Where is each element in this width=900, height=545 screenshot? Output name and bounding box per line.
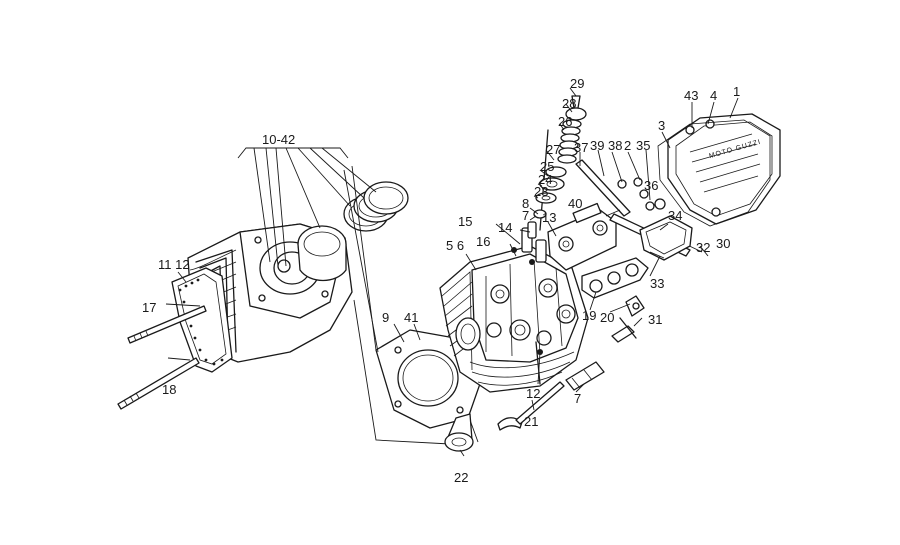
callout-23: 23 (534, 184, 548, 199)
callout-5-6: 5 6 (446, 238, 464, 253)
stud-18 (117, 357, 200, 410)
valve-21 (497, 381, 565, 431)
rocker-arm (581, 257, 649, 299)
piston-rings (343, 181, 409, 232)
head-boss (556, 304, 576, 324)
callout-1: 1 (733, 84, 740, 99)
callout-8: 8 (522, 196, 529, 211)
callout-33: 33 (650, 276, 664, 291)
piston-pin (277, 259, 291, 273)
valve-spring-stack (527, 95, 587, 239)
piston (277, 225, 347, 282)
callout-31: 31 (648, 312, 662, 327)
small-hardware (617, 177, 666, 211)
callout-12: 12 (526, 386, 540, 401)
assembly-bracket (343, 165, 479, 445)
callout-7a: 7 (522, 208, 529, 223)
head-boss (509, 319, 531, 341)
callout-4: 4 (710, 88, 717, 103)
callout-30: 30 (716, 236, 730, 251)
cover-gasket (657, 119, 771, 227)
callout-37: 37 (574, 140, 588, 155)
callout-39: 39 (590, 138, 604, 153)
callout-19: 19 (582, 308, 596, 323)
stud-17 (127, 305, 207, 344)
callout-21: 21 (524, 414, 538, 429)
callout-38: 38 (608, 138, 622, 153)
callout-32: 32 (696, 240, 710, 255)
callout-14: 14 (498, 220, 512, 235)
callout-16: 16 (476, 234, 490, 249)
callout-3: 3 (658, 118, 665, 133)
base-gasket (171, 267, 233, 373)
gasket-bead-dots (178, 278, 224, 366)
callout-43: 43 (684, 88, 698, 103)
callout-27: 27 (546, 142, 560, 157)
callout-18: 18 (162, 382, 176, 397)
head-boss (538, 278, 558, 298)
callout-41: 41 (404, 310, 418, 325)
rocker-cover: MOTO GUZZI (667, 113, 781, 225)
rocker-20 (611, 295, 645, 343)
bracket-10-42 (237, 147, 377, 267)
leader-lines (165, 87, 739, 457)
callout-labels: 1 2 3 4 5 6 7 7 8 9 10-42 11 12 12 13 14… (142, 76, 740, 485)
callout-2: 2 (624, 138, 631, 153)
valve-seat-22 (444, 413, 474, 452)
callout-11-12: 11 12 (158, 257, 190, 272)
callout-25: 25 (540, 159, 554, 174)
callout-36: 36 (644, 178, 658, 193)
callout-35: 35 (636, 138, 650, 153)
callout-29: 29 (570, 76, 584, 91)
callout-26: 26 (558, 114, 572, 129)
cover-ribs (689, 133, 761, 193)
callout-9: 9 (382, 310, 389, 325)
stud-hole (321, 290, 329, 298)
callout-13: 13 (542, 210, 556, 225)
valve-guide-7 (565, 361, 605, 391)
callout-34: 34 (668, 208, 682, 223)
callout-24: 24 (538, 172, 552, 187)
callout-7b: 7 (574, 391, 581, 406)
callout-22: 22 (454, 470, 468, 485)
callout-20: 20 (600, 310, 614, 325)
callout-10-42: 10-42 (262, 132, 295, 147)
callout-40: 40 (568, 196, 582, 211)
callout-15: 15 (458, 214, 472, 229)
head-port (455, 317, 481, 351)
stud-hole (254, 236, 262, 244)
callout-17: 17 (142, 300, 156, 315)
rocker-support (547, 202, 617, 271)
valve-spring (557, 119, 582, 164)
callout-28: 28 (562, 96, 576, 111)
stud-hole (258, 294, 266, 302)
head-boss (490, 284, 510, 304)
stud-12 (535, 341, 541, 385)
cylinder-head (439, 227, 589, 393)
rocker-gasket (639, 215, 693, 261)
